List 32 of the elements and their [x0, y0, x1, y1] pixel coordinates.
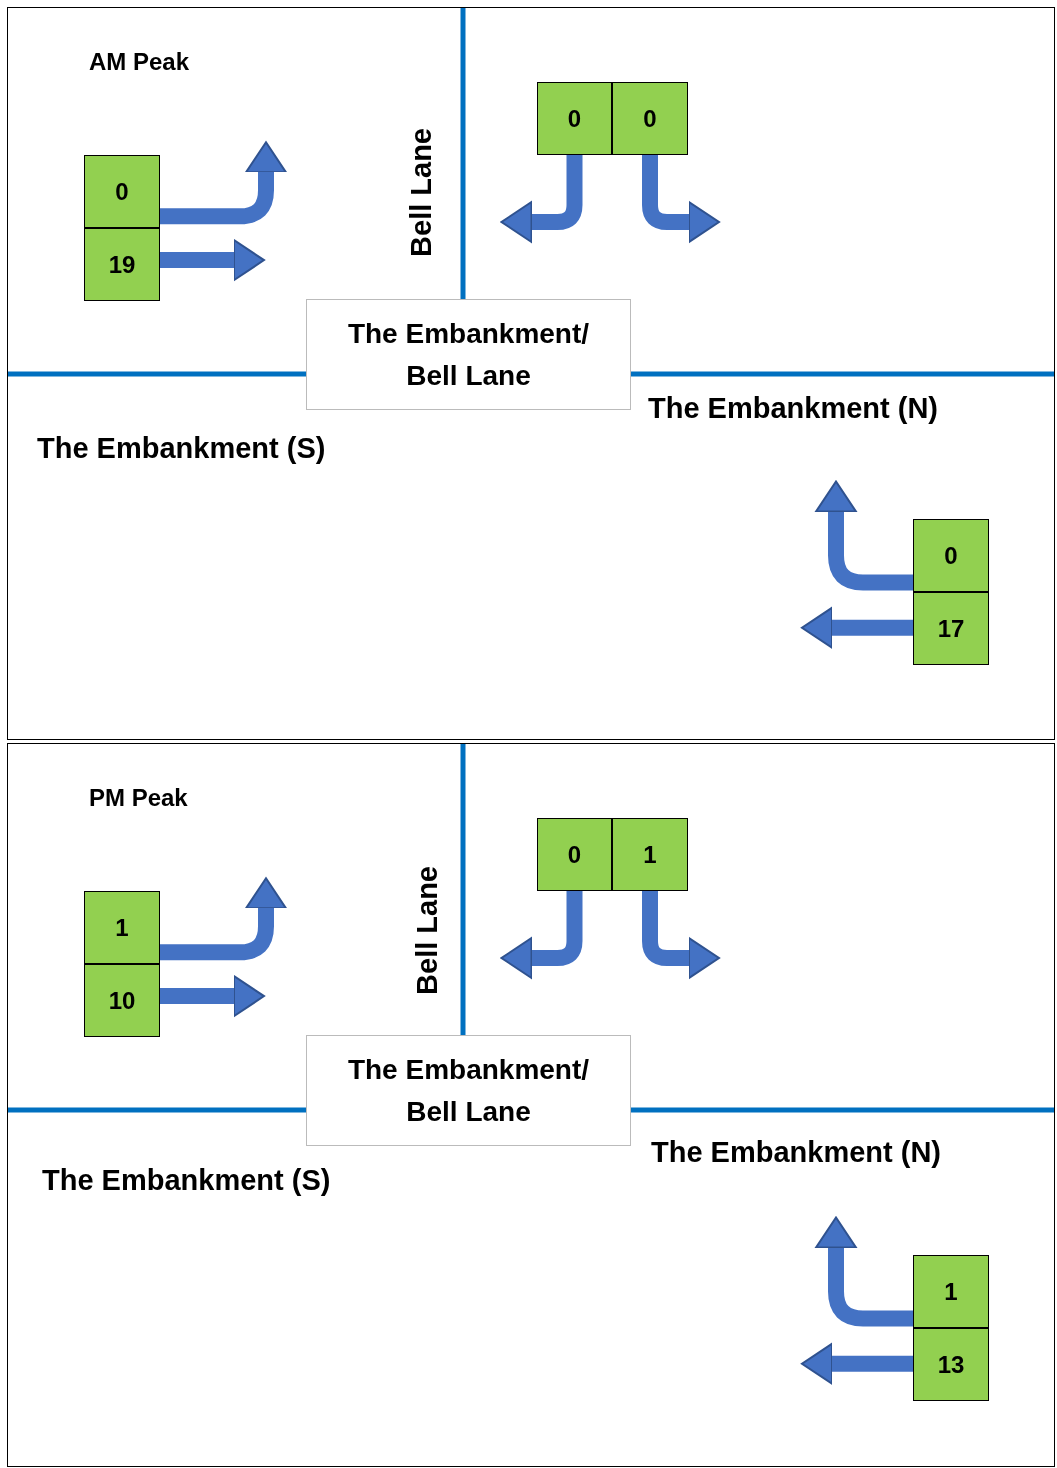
road-name: The Embankment (S): [42, 1164, 331, 1197]
count-value: 10: [84, 964, 160, 1037]
panel-frame: [7, 7, 1055, 740]
road-name: The Embankment (S): [37, 432, 326, 465]
count-value: 0: [537, 82, 612, 155]
panel-title: AM Peak: [89, 48, 190, 76]
junction-name: The Embankment/ Bell Lane: [306, 299, 631, 410]
junction-name: The Embankment/ Bell Lane: [306, 1035, 631, 1146]
count-value: 0: [537, 818, 612, 891]
road-name: Bell Lane: [411, 866, 444, 995]
count-value: 1: [612, 818, 688, 891]
count-value: 0: [913, 519, 989, 592]
count-value: 0: [84, 155, 160, 228]
turning-arrow: [815, 480, 913, 591]
turning-arrow: [160, 141, 287, 225]
count-value: 0: [612, 82, 688, 155]
count-value: 19: [84, 228, 160, 301]
count-value: 1: [913, 1255, 989, 1328]
turning-arrow: [160, 975, 265, 1018]
road-name: The Embankment (N): [651, 1136, 942, 1169]
turning-arrow: [801, 1342, 913, 1385]
count-value: 17: [913, 592, 989, 665]
count-value: 13: [913, 1328, 989, 1401]
road-name: The Embankment (N): [648, 392, 939, 425]
turning-arrow: [815, 1216, 913, 1327]
turning-arrow: [160, 239, 265, 282]
turning-arrow: [160, 877, 287, 961]
count-value: 1: [84, 891, 160, 964]
road-name: Bell Lane: [405, 128, 438, 257]
turning-arrow: [801, 606, 913, 649]
panel-frame: [7, 743, 1055, 1467]
panel-title: PM Peak: [89, 784, 188, 812]
